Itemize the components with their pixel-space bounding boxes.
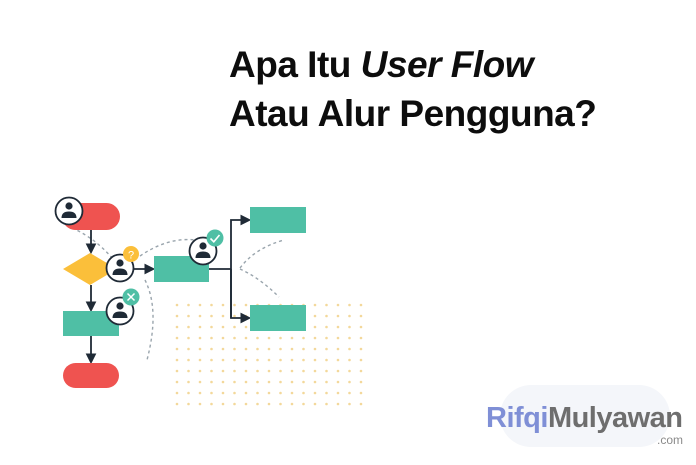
process-branch-top	[250, 207, 306, 233]
end-terminal	[63, 363, 119, 388]
title-line-1: Apa Itu User Flow	[229, 40, 596, 89]
user-icon-start	[54, 196, 84, 226]
watermark-tld: .com	[657, 433, 684, 447]
user-icon-decision	[105, 253, 135, 283]
title-line-2: Atau Alur Pengguna?	[229, 93, 597, 134]
title-emphasis: User Flow	[360, 44, 534, 85]
question-badge-icon: ?	[123, 246, 139, 262]
watermark-part-2: Mulyawan	[547, 402, 683, 434]
svg-text:?: ?	[128, 250, 134, 262]
cross-badge-icon	[122, 288, 140, 306]
title-prefix: Apa Itu	[229, 44, 361, 85]
watermark-logo: RifqiMulyawan	[486, 402, 683, 435]
decision-diamond	[63, 253, 117, 285]
watermark-part-1: Rifqi	[486, 402, 548, 434]
check-badge-icon	[206, 229, 224, 247]
process-branch-bottom	[250, 305, 306, 331]
watermark-background	[500, 385, 670, 447]
connectors	[85, 214, 252, 365]
page-title: Apa Itu User Flow Atau Alur Pengguna?	[229, 40, 597, 138]
